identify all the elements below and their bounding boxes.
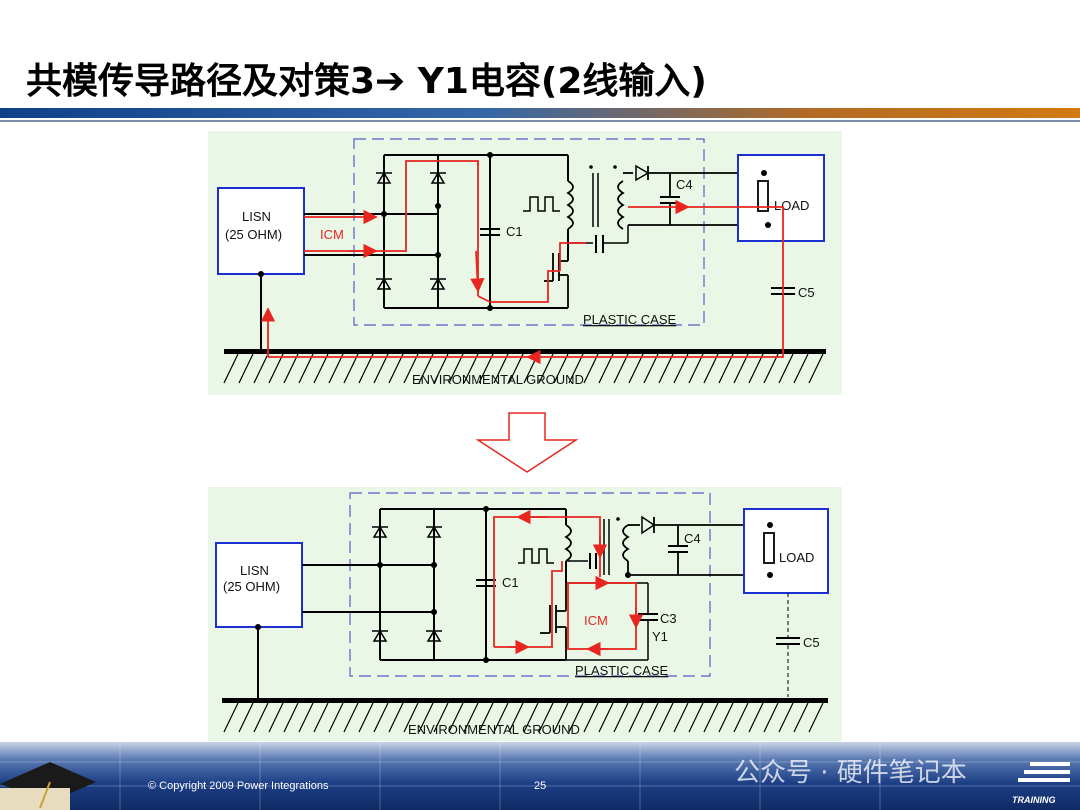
title-underline-bar [0, 108, 1080, 118]
switching-waveform-icon [518, 548, 554, 564]
load-box [737, 154, 825, 242]
top-circuit-diagram: PLASTIC CASE LISN (25 OHM) ICM C1 [208, 131, 842, 395]
top-circuit-svg: PLASTIC CASE LISN (25 OHM) ICM C1 [217, 138, 826, 387]
lisn-box [215, 542, 303, 628]
bridge-diode-icon [376, 171, 446, 290]
page-number: 25 [534, 780, 547, 792]
junction-dots [255, 506, 773, 663]
graduation-cap-icon [0, 762, 96, 810]
title-underline-thin [0, 120, 1080, 122]
transformer-primary-icon [566, 180, 574, 230]
training-logo-icon [1018, 762, 1070, 782]
lisn-impedance-label: (25 OHM) [223, 579, 280, 594]
lisn-label: LISN [242, 209, 271, 224]
transformer-secondary-icon [617, 180, 625, 230]
bottom-circuit-svg: PLASTIC CASE LISN (25 OHM) C1 C3 Y1 [215, 492, 829, 737]
transformer-primary-icon [564, 524, 572, 562]
plastic-case-label: PLASTIC CASE [583, 312, 677, 327]
environmental-ground-label: ENVIRONMENTAL GROUND [412, 372, 584, 387]
switching-waveform-icon [523, 196, 560, 212]
footer-circuit-pattern [0, 742, 1080, 810]
load-resistor-icon [757, 180, 769, 212]
environmental-ground-label: ENVIRONMENTAL GROUND [408, 722, 580, 737]
bridge-diode-icon [372, 525, 442, 642]
y1-label: Y1 [652, 629, 668, 644]
lisn-label: LISN [240, 563, 269, 578]
c5-label: C5 [798, 285, 815, 300]
down-arrow-icon [476, 412, 578, 473]
plastic-case-outline [353, 138, 705, 326]
ground-bar [222, 698, 828, 703]
mosfet-icon [540, 583, 567, 660]
ground-hatch [223, 353, 824, 384]
icm-label: ICM [320, 227, 344, 242]
footer-bar [0, 742, 1080, 810]
junction-dots [258, 152, 771, 311]
c3-label: C3 [660, 611, 677, 626]
output-diode-icon [635, 164, 650, 182]
icm-label: ICM [584, 613, 608, 628]
slide-title: 共模传导路径及对策3➔ Y1电容(2线输入) [26, 61, 707, 102]
c5-label: C5 [803, 635, 820, 650]
load-box [743, 508, 829, 594]
c1-label: C1 [502, 575, 519, 590]
c4-label: C4 [676, 177, 693, 192]
c1-label: C1 [506, 224, 523, 239]
ground-hatch [223, 702, 824, 733]
copyright-text: © Copyright 2009 Power Integrations [148, 780, 329, 792]
watermark-text: 公众号 · 硬件笔记本 [734, 758, 967, 788]
lisn-impedance-label: (25 OHM) [225, 227, 282, 242]
bottom-circuit-diagram: PLASTIC CASE LISN (25 OHM) C1 C3 Y1 [208, 487, 842, 741]
plastic-case-label: PLASTIC CASE [575, 663, 669, 678]
icm-current-path [493, 509, 644, 657]
icm-current-path [260, 160, 784, 365]
c4-label: C4 [684, 531, 701, 546]
load-resistor-icon [763, 532, 775, 564]
load-label: LOAD [779, 550, 814, 565]
training-label: TRAINING [1012, 795, 1056, 805]
transformer-secondary-icon [622, 524, 630, 562]
output-diode-icon [641, 515, 656, 535]
plastic-case-outline [349, 492, 711, 677]
load-label: LOAD [774, 198, 809, 213]
ground-bar [224, 349, 826, 354]
